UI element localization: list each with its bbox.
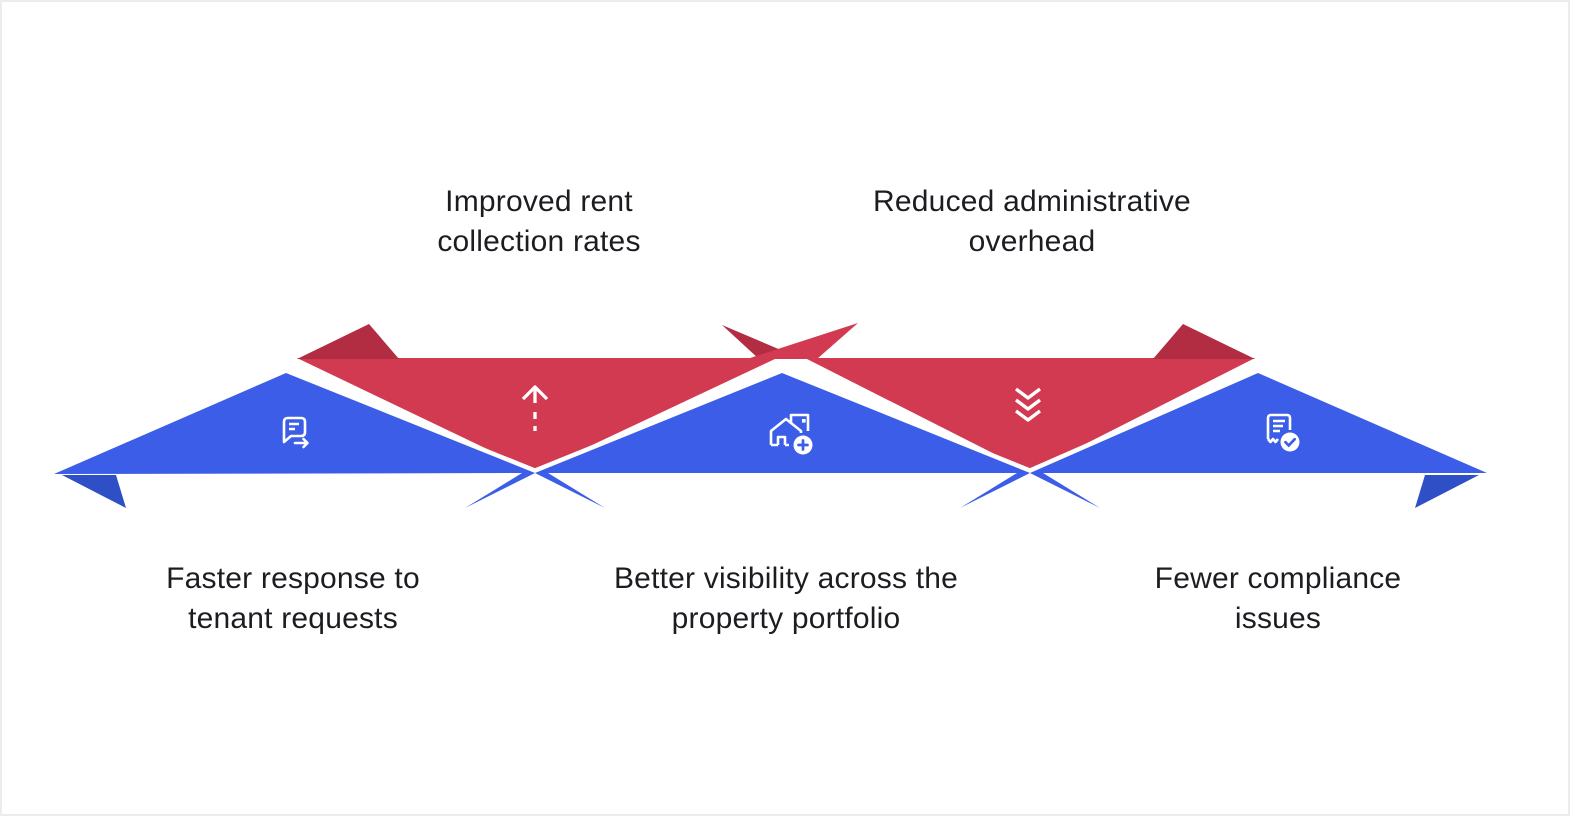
chevrons-down-icon: [1015, 387, 1041, 422]
benefit-label-admin-overhead: Reduced administrative overhead: [873, 185, 1191, 258]
house-add-icon: [769, 413, 813, 455]
benefit-label-rent-collection: Improved rent collection rates: [437, 185, 641, 258]
red-tail-barb-center: [747, 323, 858, 359]
red-arrowhead-fold-right: [1153, 324, 1255, 359]
document-check-icon: [1266, 413, 1300, 452]
message-forward-icon: [282, 416, 309, 449]
benefit-label-compliance-issues: Fewer compliance issues: [1154, 562, 1402, 635]
blue-arrowhead-fold-right: [1415, 475, 1479, 508]
arrow-red-admin-overhead: [805, 358, 1255, 472]
arrow-red-rent-collection: [297, 358, 777, 472]
benefit-label-portfolio-visibility: Better visibility across the property po…: [613, 562, 959, 635]
arrow-up-dashed-icon: [521, 385, 549, 431]
red-arrowhead-fold-left: [297, 324, 399, 359]
blue-arrowhead-fold-left: [62, 475, 126, 508]
benefit-label-tenant-requests: Faster response to tenant requests: [166, 562, 420, 635]
